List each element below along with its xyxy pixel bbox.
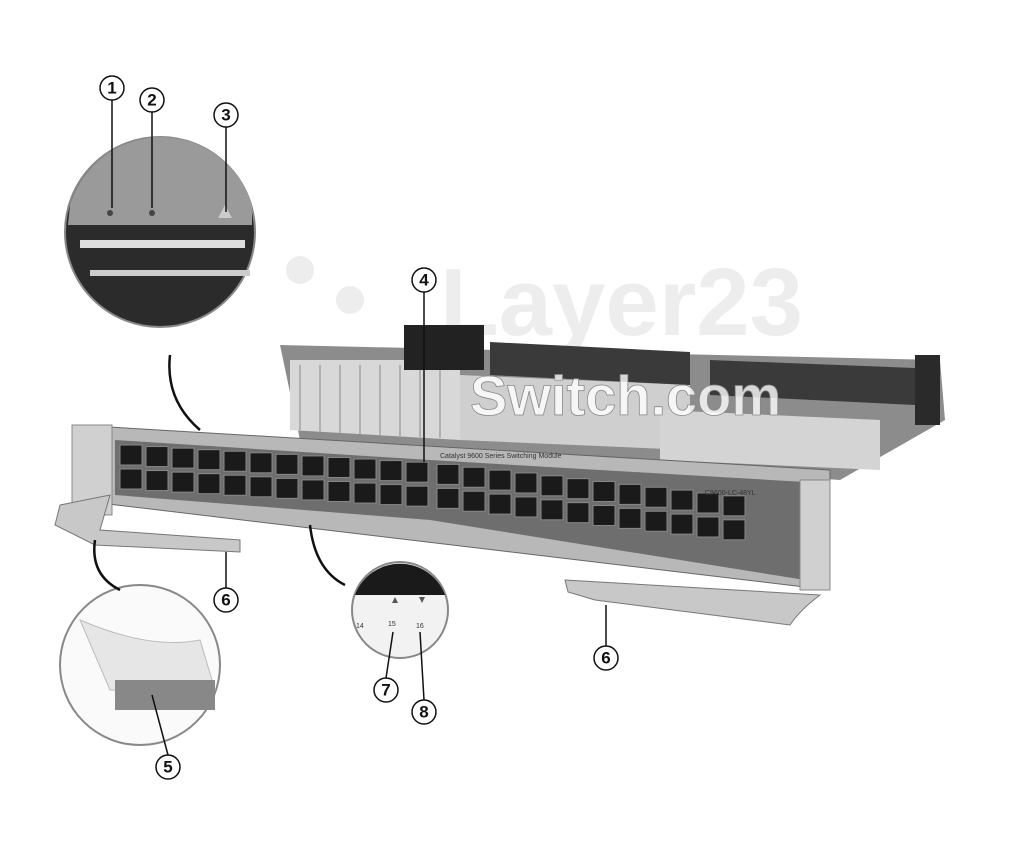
sfp-port[interactable] xyxy=(171,471,195,493)
sfp-port[interactable] xyxy=(353,482,377,504)
svg-text:1: 1 xyxy=(107,79,116,98)
sfp-port[interactable] xyxy=(462,490,486,512)
sfp-port[interactable] xyxy=(696,492,720,514)
svg-text:7: 7 xyxy=(381,681,390,700)
backplane-connector xyxy=(710,360,915,405)
sfp-port[interactable] xyxy=(327,456,351,478)
model-label: C9600-LC-48YL xyxy=(705,490,756,497)
sfp-port[interactable] xyxy=(119,468,143,490)
callout-3: 3 xyxy=(213,102,239,128)
sfp-port[interactable] xyxy=(301,455,325,477)
sfp-port[interactable] xyxy=(405,485,429,507)
sfp-port[interactable] xyxy=(436,463,460,485)
sfp-port[interactable] xyxy=(540,475,564,497)
sfp-port[interactable] xyxy=(592,481,616,503)
heatsink xyxy=(290,360,460,440)
callout-6-right: 6 xyxy=(593,645,619,671)
sfp-port[interactable] xyxy=(592,505,616,527)
sfp-port[interactable] xyxy=(462,466,486,488)
svg-text:4: 4 xyxy=(419,271,429,290)
callout-7: 7 xyxy=(373,677,399,703)
sfp-port[interactable] xyxy=(514,496,538,518)
sfp-port[interactable] xyxy=(353,458,377,480)
sfp-port[interactable] xyxy=(405,461,429,483)
sfp-port[interactable] xyxy=(644,510,668,532)
port-label-16: 16 xyxy=(416,623,424,630)
sfp-port[interactable] xyxy=(566,478,590,500)
heatsink xyxy=(460,375,690,450)
sfp-port[interactable] xyxy=(514,472,538,494)
sfp-port[interactable] xyxy=(488,493,512,515)
sfp-port[interactable] xyxy=(670,513,694,535)
sfp-port[interactable] xyxy=(644,486,668,508)
callout-arrows xyxy=(93,100,607,756)
sfp-port[interactable] xyxy=(249,452,273,474)
sfp-port[interactable] xyxy=(670,489,694,511)
callout-2: 2 xyxy=(139,87,165,113)
sfp-port[interactable] xyxy=(566,502,590,524)
heatsink xyxy=(660,410,880,470)
sfp-ports xyxy=(119,444,746,541)
sfp-port[interactable] xyxy=(722,519,746,541)
sfp-port[interactable] xyxy=(145,470,169,492)
port-label-14: 14 xyxy=(356,623,364,630)
sfp-port[interactable] xyxy=(540,499,564,521)
sfp-port[interactable] xyxy=(722,495,746,517)
sfp-port[interactable] xyxy=(618,483,642,505)
watermark-subtext: Switch.com xyxy=(470,364,781,427)
svg-text:3: 3 xyxy=(221,106,230,125)
sfp-port[interactable] xyxy=(379,484,403,506)
circuit-board xyxy=(280,325,945,480)
right-ejector xyxy=(799,479,831,591)
callout-8: 8 xyxy=(411,699,437,725)
callout-5: 5 xyxy=(155,754,181,780)
port-label-15: 15 xyxy=(388,621,396,628)
svg-text:8: 8 xyxy=(419,703,428,722)
watermark: Layer23 xyxy=(286,249,803,356)
backplane-connector xyxy=(490,342,690,385)
sfp-port[interactable] xyxy=(379,460,403,482)
sfp-port[interactable] xyxy=(197,473,221,495)
sfp-port[interactable] xyxy=(171,447,195,469)
front-panel: Catalyst 9600 Series Switching Module C9… xyxy=(71,424,831,591)
power-connector xyxy=(404,325,484,370)
inset-port-number-detail: 14 15 16 xyxy=(351,561,449,659)
svg-text:2: 2 xyxy=(147,91,156,110)
ejector-handle-right[interactable] xyxy=(564,579,822,626)
sfp-port[interactable] xyxy=(223,474,247,496)
sfp-port[interactable] xyxy=(327,480,351,502)
svg-text:6: 6 xyxy=(221,591,230,610)
sfp-port[interactable] xyxy=(488,469,512,491)
svg-text:5: 5 xyxy=(163,758,172,777)
sfp-port[interactable] xyxy=(301,479,325,501)
sfp-port[interactable] xyxy=(119,444,143,466)
sfp-port[interactable] xyxy=(275,477,299,499)
watermark-text: Layer23 xyxy=(440,249,803,356)
svg-text:6: 6 xyxy=(601,649,610,668)
sfp-port[interactable] xyxy=(436,487,460,509)
sfp-port[interactable] xyxy=(275,453,299,475)
callout-4: 4 xyxy=(411,267,437,293)
callout-6-left: 6 xyxy=(213,587,239,613)
series-label: Catalyst 9600 Series Switching Module xyxy=(440,453,562,460)
sfp-port[interactable] xyxy=(197,449,221,471)
sfp-port[interactable] xyxy=(145,446,169,468)
callout-1: 1 xyxy=(99,75,125,101)
sfp-port[interactable] xyxy=(618,507,642,529)
inset-handle-label-detail xyxy=(59,584,221,746)
ejector-handle-left[interactable] xyxy=(54,494,241,553)
sfp-port[interactable] xyxy=(696,516,720,538)
sfp-port[interactable] xyxy=(249,476,273,498)
callout-labels: 1 2 3 4 5 6 6 7 8 xyxy=(99,75,619,780)
sfp-port[interactable] xyxy=(223,450,247,472)
